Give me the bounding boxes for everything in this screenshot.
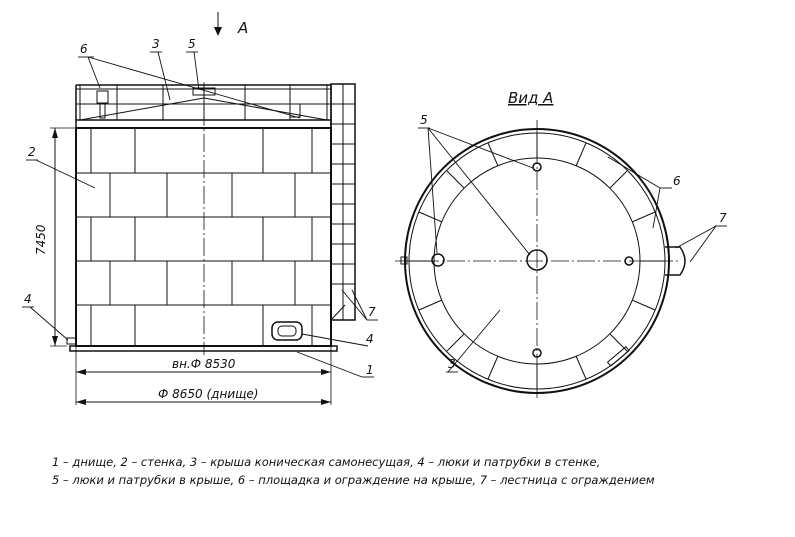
callout-6-right: 6	[673, 174, 681, 188]
callout-3-right: 3	[448, 357, 456, 371]
callout-7-left: 7	[368, 305, 376, 319]
legend-line-2: 5 – люки и патрубки в крыше, 6 – площадк…	[52, 473, 655, 487]
left-leaders	[22, 51, 378, 378]
callout-1-left: 1	[366, 363, 374, 377]
callout-7-right: 7	[719, 211, 727, 225]
height-dimension	[50, 127, 76, 347]
tank-plan-view	[395, 120, 686, 400]
view-title: Вид А	[508, 89, 553, 107]
inner-diameter-text: вн.Ф 8530	[172, 357, 236, 371]
legend-line-1: 1 – днище, 2 – стенка, 3 – крыша коничес…	[52, 455, 600, 469]
callout-5-left: 5	[188, 37, 196, 51]
bottom-diameter-text: Ф 8650 (днище)	[158, 387, 259, 401]
callout-6-left: 6	[80, 42, 88, 56]
diameter-dimensions	[75, 346, 332, 405]
view-arrow	[214, 12, 222, 36]
tank-elevation	[66, 82, 356, 355]
callout-4b-left: 4	[366, 332, 374, 346]
height-dimension-text: 7450	[34, 224, 48, 255]
callout-2-left: 2	[28, 145, 36, 159]
right-leaders	[418, 127, 727, 373]
callout-3-left: 3	[152, 37, 160, 51]
callout-5-right: 5	[420, 113, 428, 127]
view-arrow-label: A	[237, 19, 248, 37]
callout-4-left: 4	[24, 292, 32, 306]
